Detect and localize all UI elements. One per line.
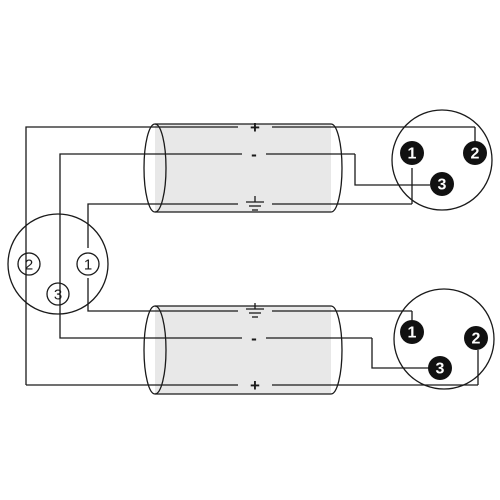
svg-text:3: 3 <box>436 361 445 378</box>
bottom-cable-left-end <box>143 305 167 395</box>
svg-text:1: 1 <box>408 325 417 342</box>
wire-ground-bottom-left <box>87 278 238 312</box>
top-cable: + - <box>25 118 476 385</box>
svg-text:1: 1 <box>84 257 92 274</box>
top-right-connector-body <box>391 109 493 211</box>
wire-positive-top-left <box>25 126 120 385</box>
wire-negative-bottom-to-pin3 <box>371 338 430 369</box>
ground-icon <box>246 196 264 211</box>
top-right-pin-2: 2 <box>463 141 487 165</box>
bottom-cable: - + <box>26 278 479 395</box>
top-right-pin-1: 1 <box>400 141 424 165</box>
top-cable-shield <box>155 124 331 212</box>
top-right-connector: 1 2 3 <box>391 109 493 211</box>
top-cable-left-end <box>143 123 167 213</box>
bottom-cable-right-end <box>330 305 343 395</box>
wire-negative-top-to-pin3 <box>354 154 430 186</box>
left-connector: 2 3 1 <box>7 213 109 315</box>
left-pin-1: 1 <box>76 252 100 276</box>
bottom-right-connector-body <box>393 288 495 390</box>
bottom-plus-sign: + <box>250 376 260 395</box>
svg-text:2: 2 <box>472 331 481 348</box>
bottom-right-connector: 1 2 3 <box>393 288 495 390</box>
svg-text:2: 2 <box>471 146 480 163</box>
svg-text:2: 2 <box>25 257 33 274</box>
bottom-cable-shield <box>155 306 331 394</box>
bottom-right-pin-2: 2 <box>464 326 488 350</box>
wire-negative-top-left <box>59 153 120 305</box>
wire-ground-top-left <box>87 203 120 248</box>
bottom-minus-sign: - <box>251 329 257 348</box>
left-connector-body <box>7 213 109 315</box>
top-minus-sign: - <box>251 145 257 164</box>
top-right-pin-3: 3 <box>430 172 454 196</box>
svg-text:1: 1 <box>408 146 417 163</box>
svg-text:3: 3 <box>438 177 447 194</box>
top-plus-sign: + <box>250 118 260 137</box>
top-cable-right-end <box>330 123 343 213</box>
left-pin-2: 2 <box>17 252 41 276</box>
svg-text:3: 3 <box>54 287 62 304</box>
bottom-right-pin-1: 1 <box>400 320 424 344</box>
bottom-right-pin-3: 3 <box>428 356 452 380</box>
ground-icon <box>246 303 264 318</box>
wire-negative-bottom-left <box>59 305 242 339</box>
left-pin-3: 3 <box>46 282 70 306</box>
